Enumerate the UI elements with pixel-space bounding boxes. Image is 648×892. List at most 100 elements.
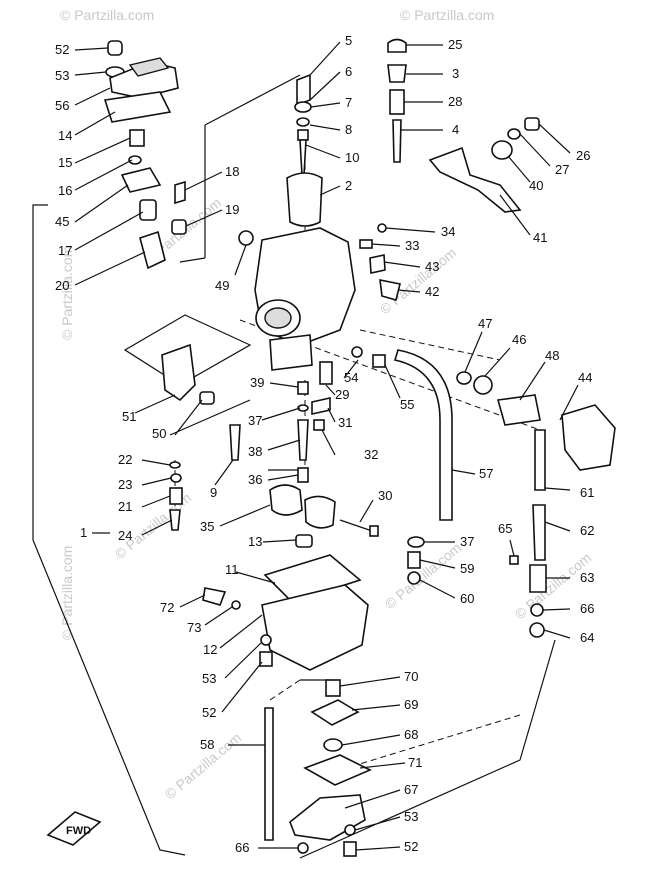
callout-19: 19 [225,202,239,217]
watermark-left: © Partzilla.com [59,246,75,340]
callout-27: 27 [555,162,569,177]
top-cover-assembly [103,40,179,270]
callout-53-pump: 53 [404,809,418,824]
callout-43: 43 [425,259,439,274]
watermark-top: © Partzilla.com [60,7,154,23]
clip-7 [296,117,310,127]
overflow-hose [393,349,453,521]
screw-42 [379,278,401,301]
jets-stack [297,346,386,483]
callout-48: 48 [545,348,559,363]
screw-52-top [107,40,123,56]
diaphragm-69 [310,699,360,726]
float-35-left [269,484,303,516]
callout-1: 1 [80,525,87,540]
callout-60: 60 [460,591,474,606]
callout-28: 28 [448,94,462,109]
callout-37-upper: 37 [248,413,262,428]
fwd-label: FWD [66,825,91,837]
cap-25 [387,38,407,53]
screw-24 [169,509,181,531]
callout-32: 32 [364,447,378,462]
spring-5 [296,73,311,107]
plunger-4 [392,119,402,163]
callout-18: 18 [225,164,239,179]
callout-67: 67 [404,782,418,797]
air-screw-parts [387,38,540,213]
rod-68 [323,738,343,752]
jet-needle-10 [299,139,307,176]
callout-12: 12 [203,642,217,657]
carburetor-body [254,223,401,371]
screw-19 [171,219,187,235]
dashed-leaders [174,150,541,771]
pin-65 [509,555,519,565]
nut-54 [351,346,363,358]
left-jets [169,424,241,531]
callout-37-lower: 37 [460,534,474,549]
screw-52-pump [343,841,357,857]
callout-8: 8 [345,122,352,137]
lever-bracket [161,343,215,405]
float-pin-30 [339,519,376,533]
callout-56: 56 [55,98,69,113]
callout-22: 22 [118,452,132,467]
callout-68: 68 [404,727,418,742]
lever-45 [120,167,162,193]
cap-detail [128,57,170,77]
callout-47: 47 [478,316,492,331]
oring-22 [169,461,181,469]
cap-40 [491,140,513,160]
washer-53-bowl [260,634,272,646]
callout-61: 61 [580,485,594,500]
bushing-46 [473,375,493,395]
watermark-left-low: © Partzilla.com [59,546,75,640]
callout-73: 73 [187,620,201,635]
callout-66-right: 66 [580,601,594,616]
watermark-diag-2: © Partzilla.com [377,244,460,317]
watermark-diag-4: © Partzilla.com [382,539,465,612]
callout-17: 17 [58,243,72,258]
callout-54: 54 [344,370,358,385]
callout-34: 34 [441,224,455,239]
fitting-55 [372,354,386,368]
callout-labels: 52 53 56 14 15 16 45 17 20 5 6 7 8 10 2 … [55,33,594,855]
callout-2: 2 [345,178,352,193]
callout-53-bowl: 53 [202,671,216,686]
callout-52-bowl: 52 [202,705,216,720]
oring-37-lower [407,536,425,548]
callout-70: 70 [404,669,418,684]
nut-60 [407,571,421,585]
screw-59 [407,551,421,569]
spring-16 [128,155,142,165]
hose-57 [393,349,453,521]
main-jet-36 [297,467,309,483]
spring-70 [325,679,341,697]
callout-71: 71 [408,755,422,770]
assembly-outline [32,74,556,859]
washer-66-pump [297,842,309,854]
bolt-15 [129,129,145,147]
clip-31 [311,397,331,415]
jet-39 [297,381,309,395]
ball-34 [377,223,387,233]
callout-65: 65 [498,521,512,536]
callout-51: 51 [122,409,136,424]
callout-45: 45 [55,214,69,229]
nut-3 [387,64,407,83]
callout-40: 40 [529,178,543,193]
needle-holder-8 [297,129,309,141]
callout-30: 30 [378,488,392,503]
callout-52-top: 52 [55,42,69,57]
float-bowl-neck [269,334,313,371]
throttle-valve-2 [286,172,323,227]
spring-28 [389,89,405,115]
callout-10: 10 [345,150,359,165]
plug-13 [295,534,313,548]
callout-64: 64 [580,630,594,645]
callout-44: 44 [578,370,592,385]
callout-62: 62 [580,523,594,538]
spring-21 [169,487,183,505]
washer-73 [231,600,241,610]
